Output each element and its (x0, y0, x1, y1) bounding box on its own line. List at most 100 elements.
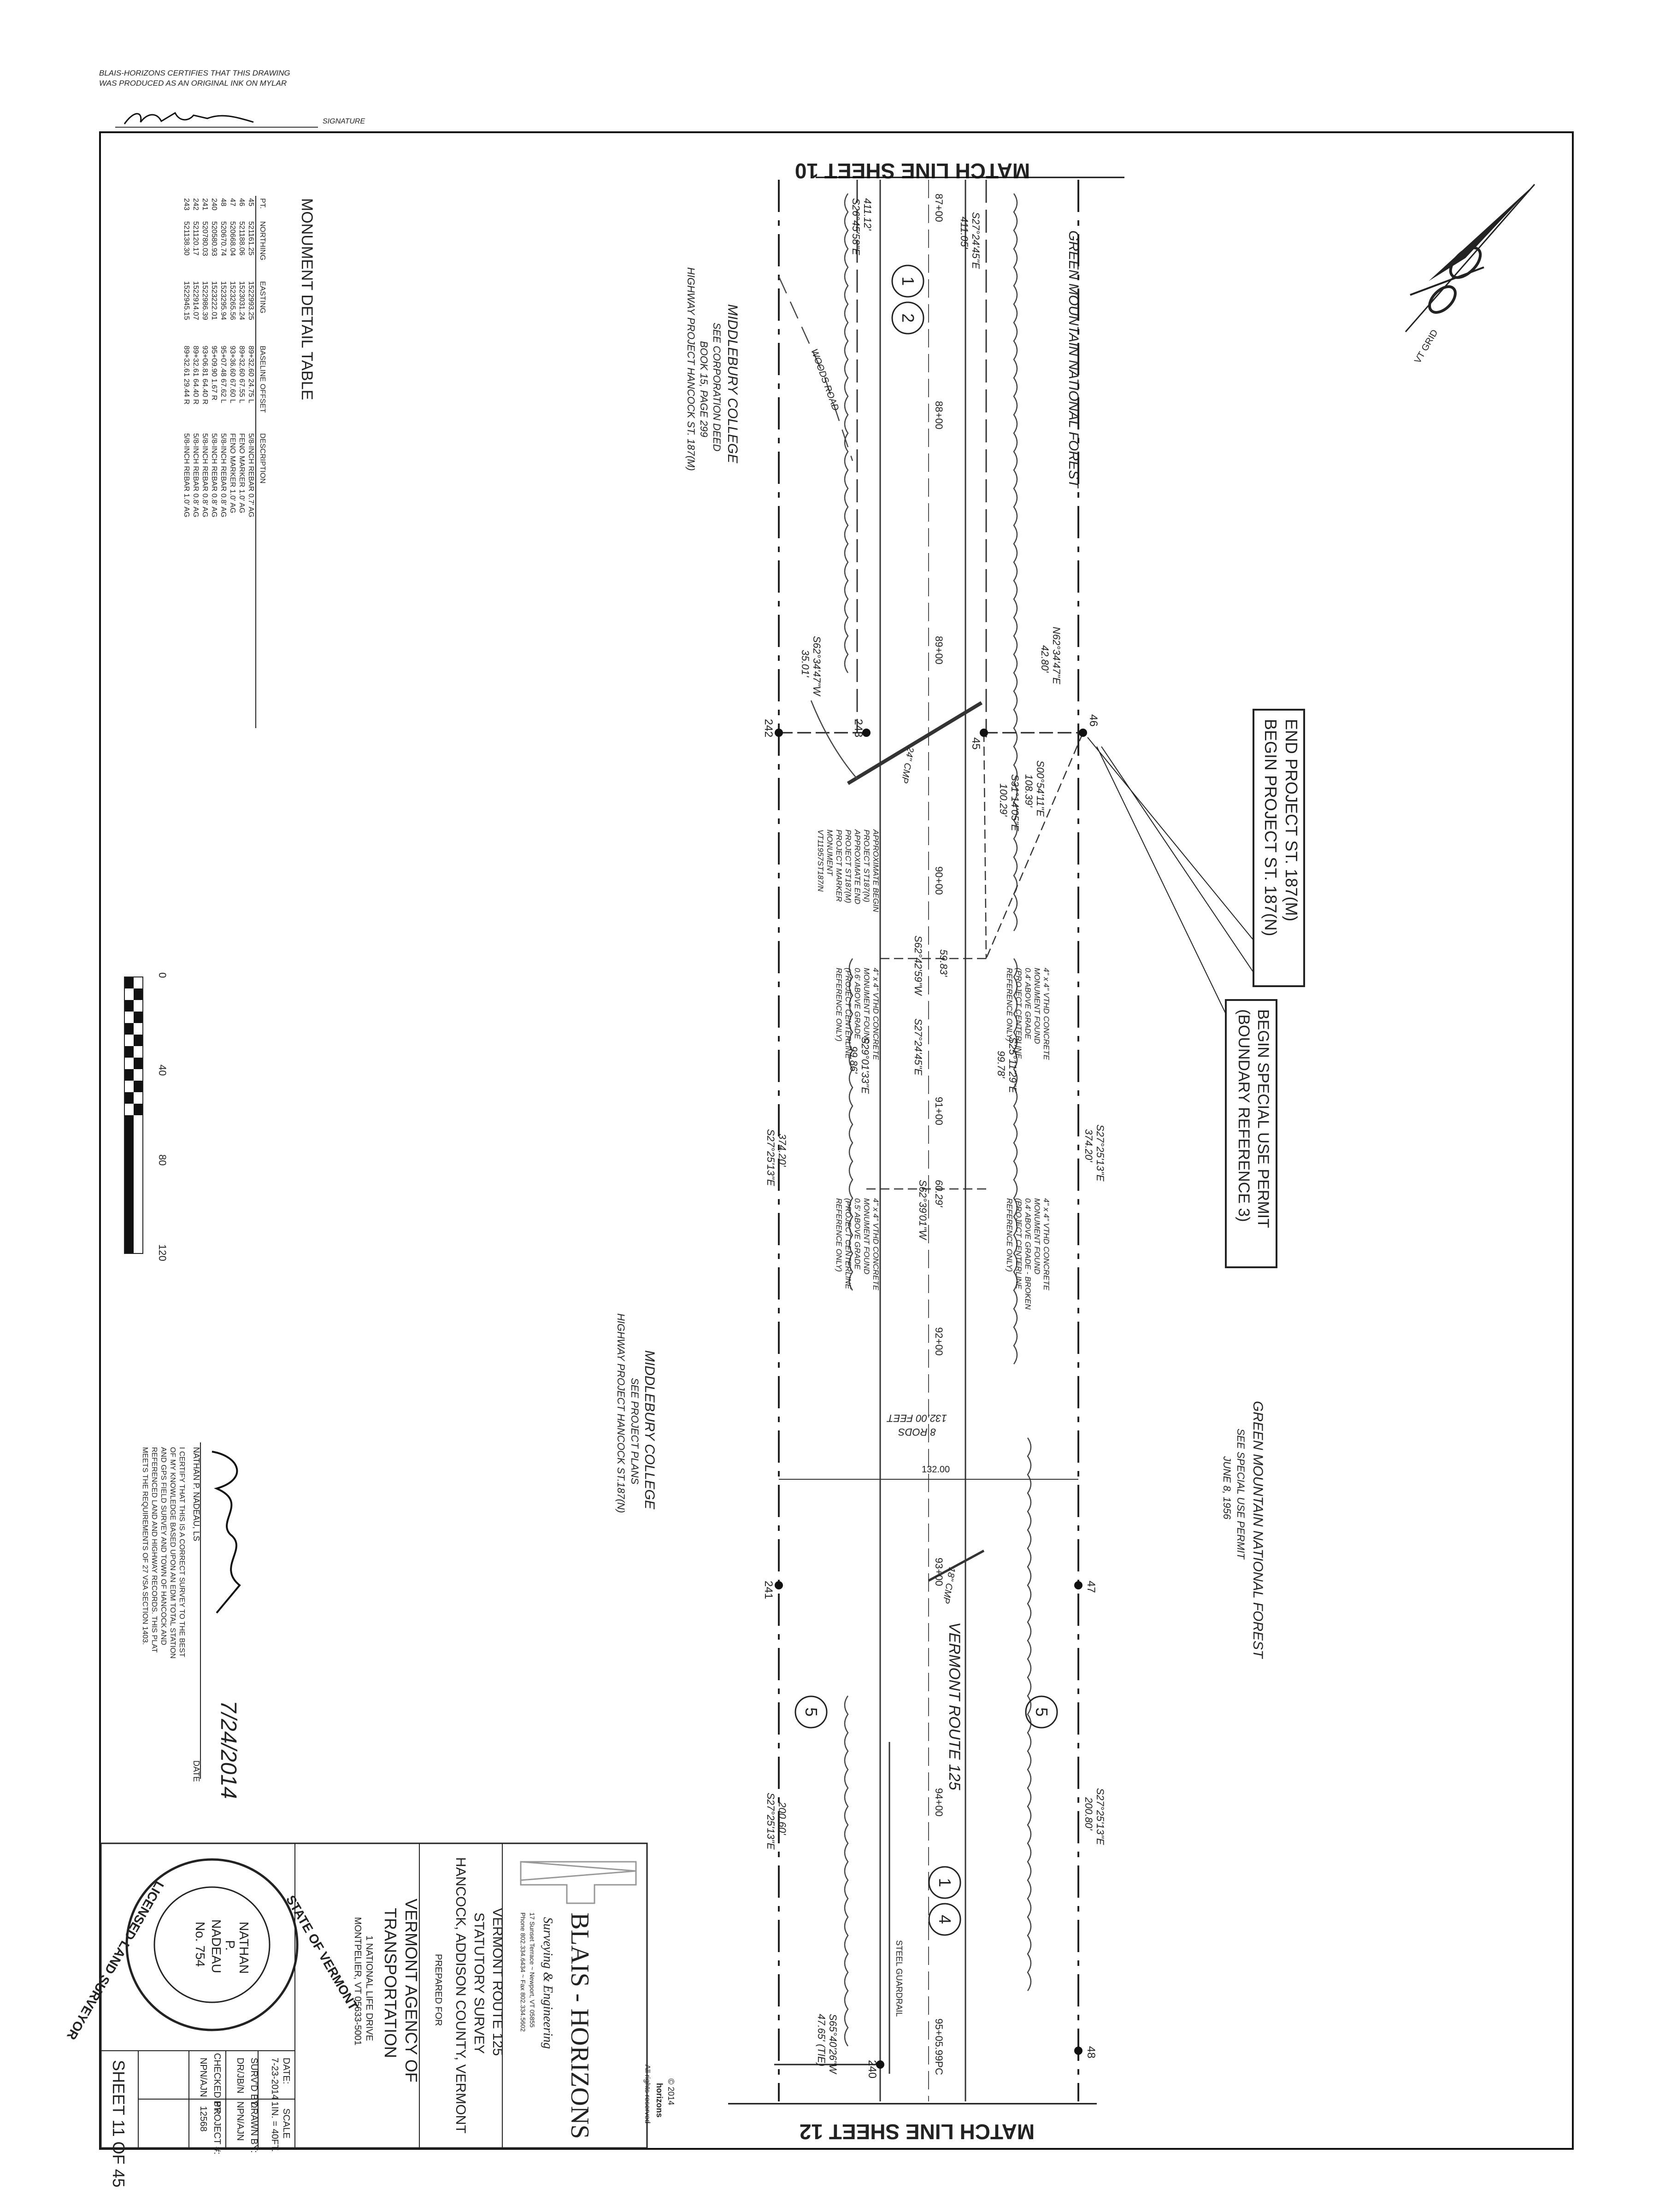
note-line: APPROXIMATE END (853, 829, 862, 904)
road-name: VERMONT ROUTE 125 (946, 1622, 963, 1790)
note-line: MONUMENT FOUND (862, 968, 871, 1044)
seal-center: P. (223, 1940, 237, 1951)
note-line: VT11957ST187/N (816, 830, 825, 892)
callout-special-use-line-2: (BOUNDARY REFERENCE 3) (1235, 1009, 1253, 1222)
table-title: MONUMENT DETAIL TABLE (298, 198, 316, 400)
bearing-label: 411.12' (862, 198, 873, 231)
table-cell: 1523031.24 (238, 281, 246, 320)
reference-circle (794, 1695, 828, 1729)
field-value-drawn: NPN/AJN (235, 2101, 245, 2141)
tree-line-south-3 (844, 1695, 849, 2047)
note-line: 4" x 4" VTHD CONCRETE (871, 968, 880, 1060)
note-vtho-2: 4" x 4" VTHD CONCRETE MONUMENT FOUND 0.6… (835, 968, 880, 1060)
note-vtho-3: 4" x 4" VTHD CONCRETE MONUMENT FOUND 0.4… (1005, 1198, 1051, 1310)
seal-ring-bottom: LICENSED LAND SURVEYOR (64, 1879, 167, 2042)
note-line: 4" x 4" VTHD CONCRETE (1042, 968, 1051, 1060)
table-cell: 1522986.39 (201, 281, 209, 320)
scale-bar-outline (124, 977, 143, 1254)
bearing-label: 99.78' (995, 1051, 1007, 1078)
table-cell: 5/8-INCH REBAR 0.8' AG (201, 433, 209, 518)
table-cell: 1522993.25 (247, 281, 255, 320)
date-label: DATE (192, 1760, 201, 1782)
copyright-rights: All rights reserved (643, 2065, 651, 2124)
scale-bar-check (134, 988, 143, 1000)
tree-line-south-2 (848, 958, 853, 1291)
callout-leader (1101, 746, 1254, 973)
table-cell: 47 (229, 198, 236, 206)
table-cell: 1523265.56 (229, 281, 236, 320)
bearing-label: S62°39'01"W (917, 1180, 929, 1241)
bearing-label: 100.29' (998, 783, 1009, 817)
bearing-label: 60.29' (933, 1180, 945, 1207)
note-line: REFERENCE ONLY) (1005, 1198, 1014, 1272)
scale-bar-check (124, 1092, 134, 1104)
bearing-label: 200.60' (777, 1801, 788, 1835)
station-label: 90+00 (933, 866, 945, 895)
table-cell: 93+36.60 67.60 L (229, 346, 236, 403)
copyright-year: © 2014 (666, 2078, 676, 2105)
field-label-project: PROJECT #: (212, 2101, 222, 2154)
point-marker-243 (862, 729, 871, 737)
table-header-row: PT. NORTHING EASTING BASELINE OFFSET DES… (259, 198, 266, 483)
reference-circle-label: 5 (1032, 1707, 1051, 1717)
reference-circle (1025, 1695, 1058, 1729)
table-cell: 89+32.60 24.75 L (247, 346, 255, 403)
certification-line-2: WAS PRODUCED AS AN ORIGINAL INK ON MYLAR (99, 79, 287, 88)
point-marker-241 (775, 1581, 783, 1589)
note-line: REFERENCE ONLY) (1005, 968, 1014, 1041)
parcel-labels: GREEN MOUNTAIN NATIONAL FOREST GREEN MOU… (615, 230, 1265, 1659)
callout-end-begin-line-2: BEGIN PROJECT ST. 187(N) (1261, 719, 1280, 936)
scale-bar-check (134, 1035, 143, 1046)
tie-45-diag (983, 732, 987, 959)
table-cell: 45 (247, 198, 255, 206)
parcel-gmnf-south-line-1: GREEN MOUNTAIN NATIONAL FOREST (1250, 1401, 1265, 1659)
note-line: 4" x 4" VTHD CONCRETE (871, 1198, 880, 1291)
woods-road-2 (810, 700, 858, 779)
parcel-middlebury-south-line-3: HIGHWAY PROJECT HANCOCK ST.187(N) (615, 1313, 627, 1513)
scale-tick: 40 (157, 1065, 168, 1076)
reference-circle-label: 5 (802, 1707, 821, 1717)
monument-points: 45 46 47 48 240 241 242 243 (762, 714, 1100, 2078)
rods-label: 8 RODS (898, 1426, 936, 1438)
point-label-45: 45 (970, 737, 982, 750)
table-cell: 89+32.61 29.44 R (182, 346, 190, 405)
monument-detail-table: MONUMENT DETAIL TABLE PT. NORTHING EASTI… (182, 196, 316, 728)
table-cell: 89+32.60 67.55 L (238, 346, 246, 403)
parcel-gmnf-south-line-2: SEE SPECIAL USE PERMIT (1235, 1429, 1247, 1560)
callout-special-use-line-1: BEGIN SPECIAL USE PERMIT (1254, 1009, 1272, 1228)
woods-road (778, 276, 853, 461)
table-cell: 5/8-INCH REBAR 0.8' AG (219, 433, 227, 518)
signature-line (115, 108, 318, 128)
copyright-brand: horizons (655, 2083, 664, 2118)
reference-circle (928, 1903, 961, 1936)
field-value-project: 12568 (198, 2106, 208, 2132)
table-header: NORTHING (259, 221, 266, 260)
table-cell: 5/8-INCH REBAR 1.0' AG (182, 433, 190, 518)
table-cell: 242 (192, 198, 200, 211)
table-cell: 89+32.61 64.40 R (192, 346, 200, 405)
parcel-middlebury-north-line-2: SEE CORPORATION DEED (711, 323, 723, 452)
note-line: 4" x 4" VTHD CONCRETE (1042, 1198, 1051, 1291)
bearing-label: S62°34'47"W (811, 636, 823, 697)
signature-label: SIGNATURE (323, 118, 365, 125)
certification-statement: BLAIS-HORIZONS CERTIFIES THAT THIS DRAWI… (99, 68, 290, 88)
bearing-label: S29°01'33"E (859, 1037, 871, 1094)
certification-line-1: BLAIS-HORIZONS CERTIFIES THAT THIS DRAWI… (99, 69, 290, 77)
bearing-label: 47.65' (TIE) (816, 2014, 827, 2066)
table-cell: 1523295.94 (219, 281, 227, 320)
table-cell: 520670.74 (219, 221, 227, 256)
station-label: 94+00 (933, 1788, 945, 1817)
reference-circle-label: 2 (899, 313, 918, 323)
table-cell: 521138.30 (182, 221, 190, 256)
note-line: REFERENCE ONLY) (835, 1198, 843, 1272)
note-vtho-1: 4" x 4" VTHD CONCRETE MONUMENT FOUND 0.4… (1005, 968, 1051, 1060)
tree-line-north-2 (1013, 958, 1018, 1365)
note-line: PROJECT ST187(N) (862, 830, 871, 902)
table-cell: 241 (201, 198, 209, 211)
reference-circle-label: 4 (935, 1915, 954, 1924)
woods-road-label: WOODS ROAD (809, 347, 841, 412)
table-cell: 5/8-INCH REBAR 0.8' AG (192, 433, 200, 518)
tree-line-north (1013, 193, 1018, 931)
table-cell: 93+06.81 64.40 R (201, 346, 209, 405)
note-line: 0.4' ABOVE GRADE (1024, 968, 1032, 1039)
